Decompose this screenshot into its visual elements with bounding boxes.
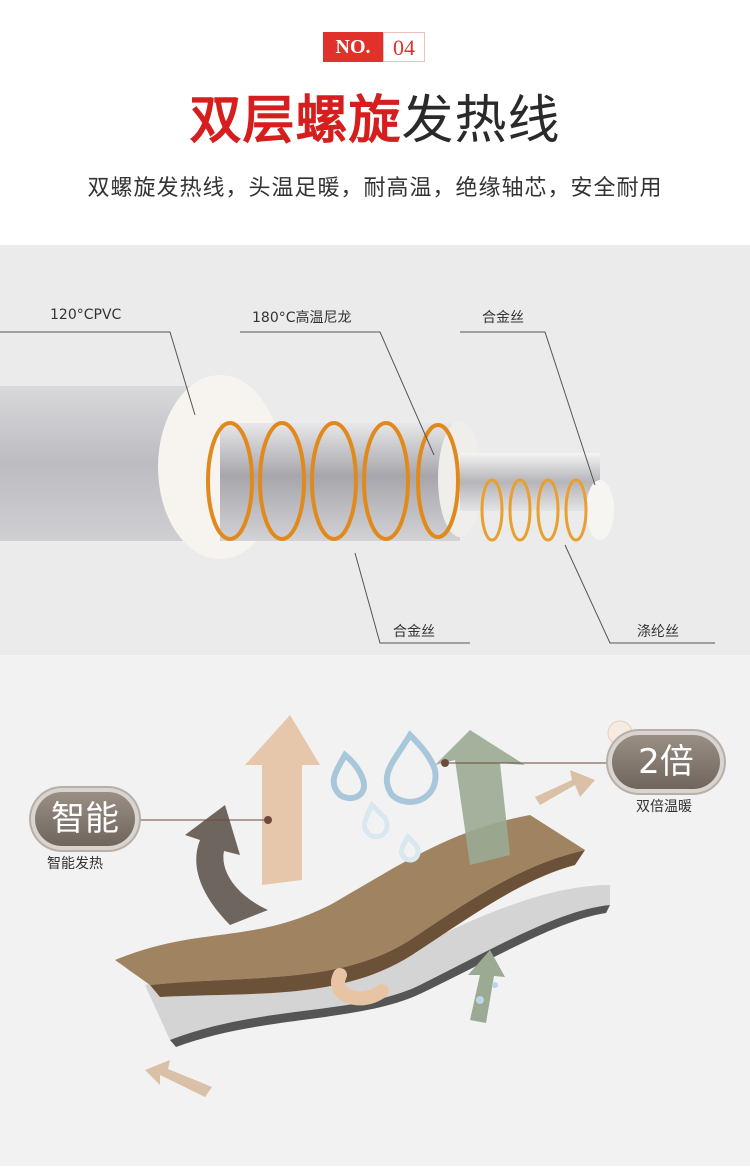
bottom-fabric-edge bbox=[170, 905, 610, 1047]
label-polyester: 涤纶丝 bbox=[637, 624, 679, 640]
side-up-arrow-icon bbox=[468, 950, 505, 1023]
label-nylon: 180°C高温尼龙 bbox=[252, 310, 352, 326]
top-fabric-layer bbox=[115, 815, 585, 985]
air-up-arrow-icon bbox=[435, 730, 525, 865]
left-pointer-dot bbox=[264, 816, 272, 824]
badge-number: 04 bbox=[383, 32, 425, 62]
smart-pill: 智能 bbox=[35, 792, 135, 846]
bubble-icon bbox=[476, 996, 484, 1004]
label-pvc: 120°CPVC bbox=[50, 307, 122, 323]
double-pill: 2倍 bbox=[612, 735, 720, 789]
smart-caption: 智能发热 bbox=[47, 856, 103, 872]
outer-alloy-spiral bbox=[206, 421, 460, 541]
top-fabric-edge bbox=[150, 850, 585, 997]
cable-diagram: 120°CPVC 180°C高温尼龙 合金丝 合金丝 涤纶丝 bbox=[0, 245, 750, 655]
number-badge: NO. 04 bbox=[323, 32, 425, 62]
moisture-droplets-icon bbox=[330, 730, 439, 805]
small-droplets-icon bbox=[361, 800, 421, 863]
cable-illustration bbox=[0, 331, 715, 644]
bubble-icon bbox=[492, 982, 498, 988]
curved-arrow-icon bbox=[185, 805, 268, 925]
section-title: 双层螺旋发热线 bbox=[0, 86, 750, 156]
core-end bbox=[586, 480, 614, 540]
title-highlight: 双层螺旋 bbox=[189, 91, 402, 151]
fabric-diagram: 智能 智能发热 2倍 双倍温暖 bbox=[0, 655, 750, 1166]
right-pointer-dot bbox=[441, 759, 449, 767]
label-alloy-bottom: 合金丝 bbox=[393, 624, 435, 640]
badge-prefix: NO. bbox=[323, 32, 383, 62]
inner-alloy-spiral bbox=[480, 478, 588, 542]
heat-up-arrow-icon bbox=[245, 715, 320, 885]
fabric-illustration bbox=[115, 715, 633, 1097]
loop-arrow-icon bbox=[331, 968, 389, 1006]
section-subtitle: 双螺旋发热线，头温足暖，耐高温，绝缘轴芯，安全耐用 bbox=[87, 176, 663, 201]
double-caption: 双倍温暖 bbox=[636, 799, 692, 815]
right-small-arrow-icon bbox=[535, 770, 595, 805]
title-rest: 发热线 bbox=[401, 91, 561, 151]
label-alloy-top: 合金丝 bbox=[482, 310, 524, 326]
leader-lines bbox=[0, 331, 715, 644]
bottom-left-arrow-icon bbox=[145, 1060, 212, 1097]
